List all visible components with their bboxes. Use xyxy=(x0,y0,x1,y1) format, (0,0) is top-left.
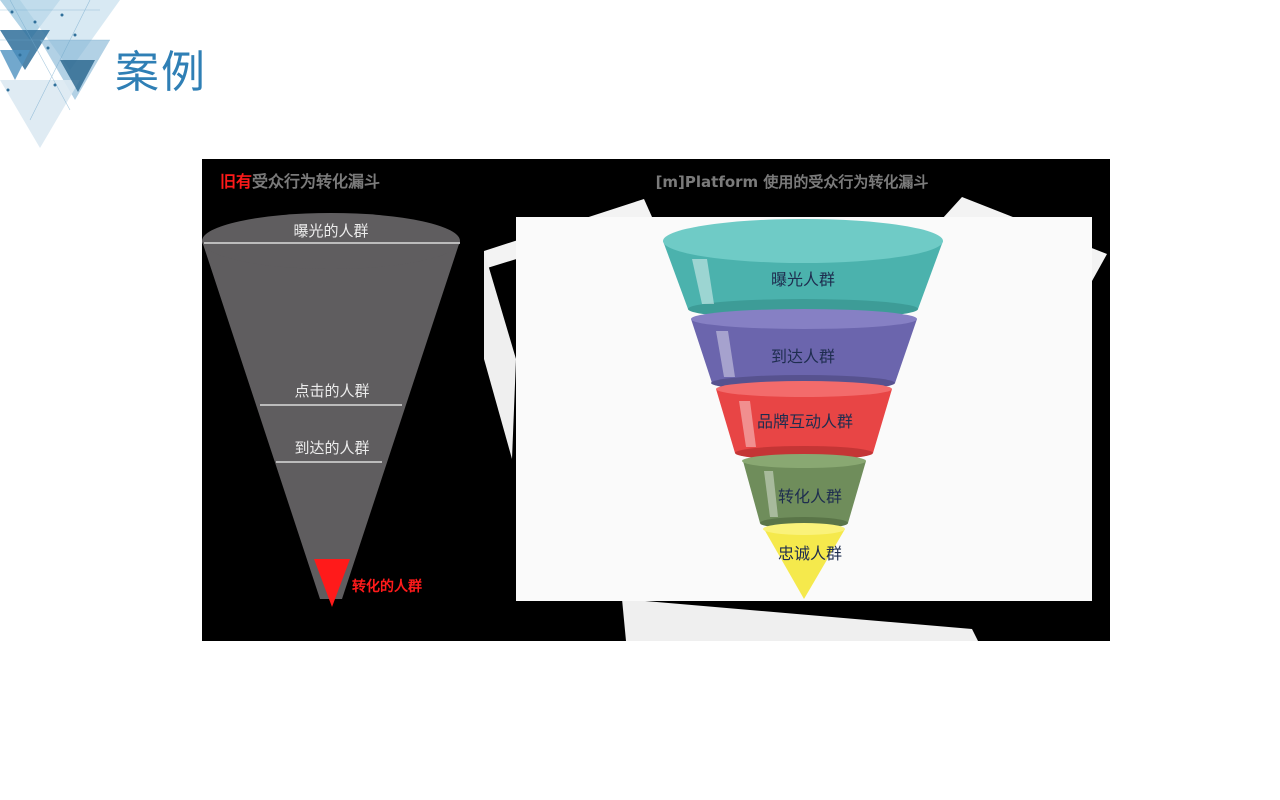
slide-title: 案例 xyxy=(115,47,207,98)
left-stage-label: 曝光的人群 xyxy=(293,222,368,240)
left-stage-label: 到达的人群 xyxy=(294,439,369,457)
left-bottom-label: 转化的人群 xyxy=(352,578,422,595)
right-stage-label: 曝光人群 xyxy=(771,270,835,289)
corner-triangle-decoration xyxy=(0,0,120,148)
left-heading-highlight: 旧有 xyxy=(220,172,252,191)
right-stage-label: 忠诚人群 xyxy=(778,544,842,563)
right-funnel: 曝光人群 到达人群 品牌互动人群 转化人群 忠诚人群 xyxy=(663,219,943,599)
left-funnel-body xyxy=(202,241,460,599)
left-heading: 旧有受众行为转化漏斗 xyxy=(220,172,380,191)
right-stage-label: 到达人群 xyxy=(771,347,835,366)
funnel-comparison-figure: 旧有受众行为转化漏斗 曝光的人群 点击的人群 到达的人群 转化的人群 [m]Pl… xyxy=(202,159,1110,641)
left-funnel: 曝光的人群 点击的人群 到达的人群 转化的人群 xyxy=(202,213,460,607)
left-heading-rest: 受众行为转化漏斗 xyxy=(252,172,380,191)
conversion-triangle xyxy=(314,559,350,607)
right-heading: [m]Platform 使用的受众行为转化漏斗 xyxy=(656,173,929,191)
left-funnel-top xyxy=(202,213,460,269)
left-stage-label: 点击的人群 xyxy=(294,382,369,400)
right-stage-label: 品牌互动人群 xyxy=(757,412,853,431)
right-stage-label: 转化人群 xyxy=(778,487,842,506)
